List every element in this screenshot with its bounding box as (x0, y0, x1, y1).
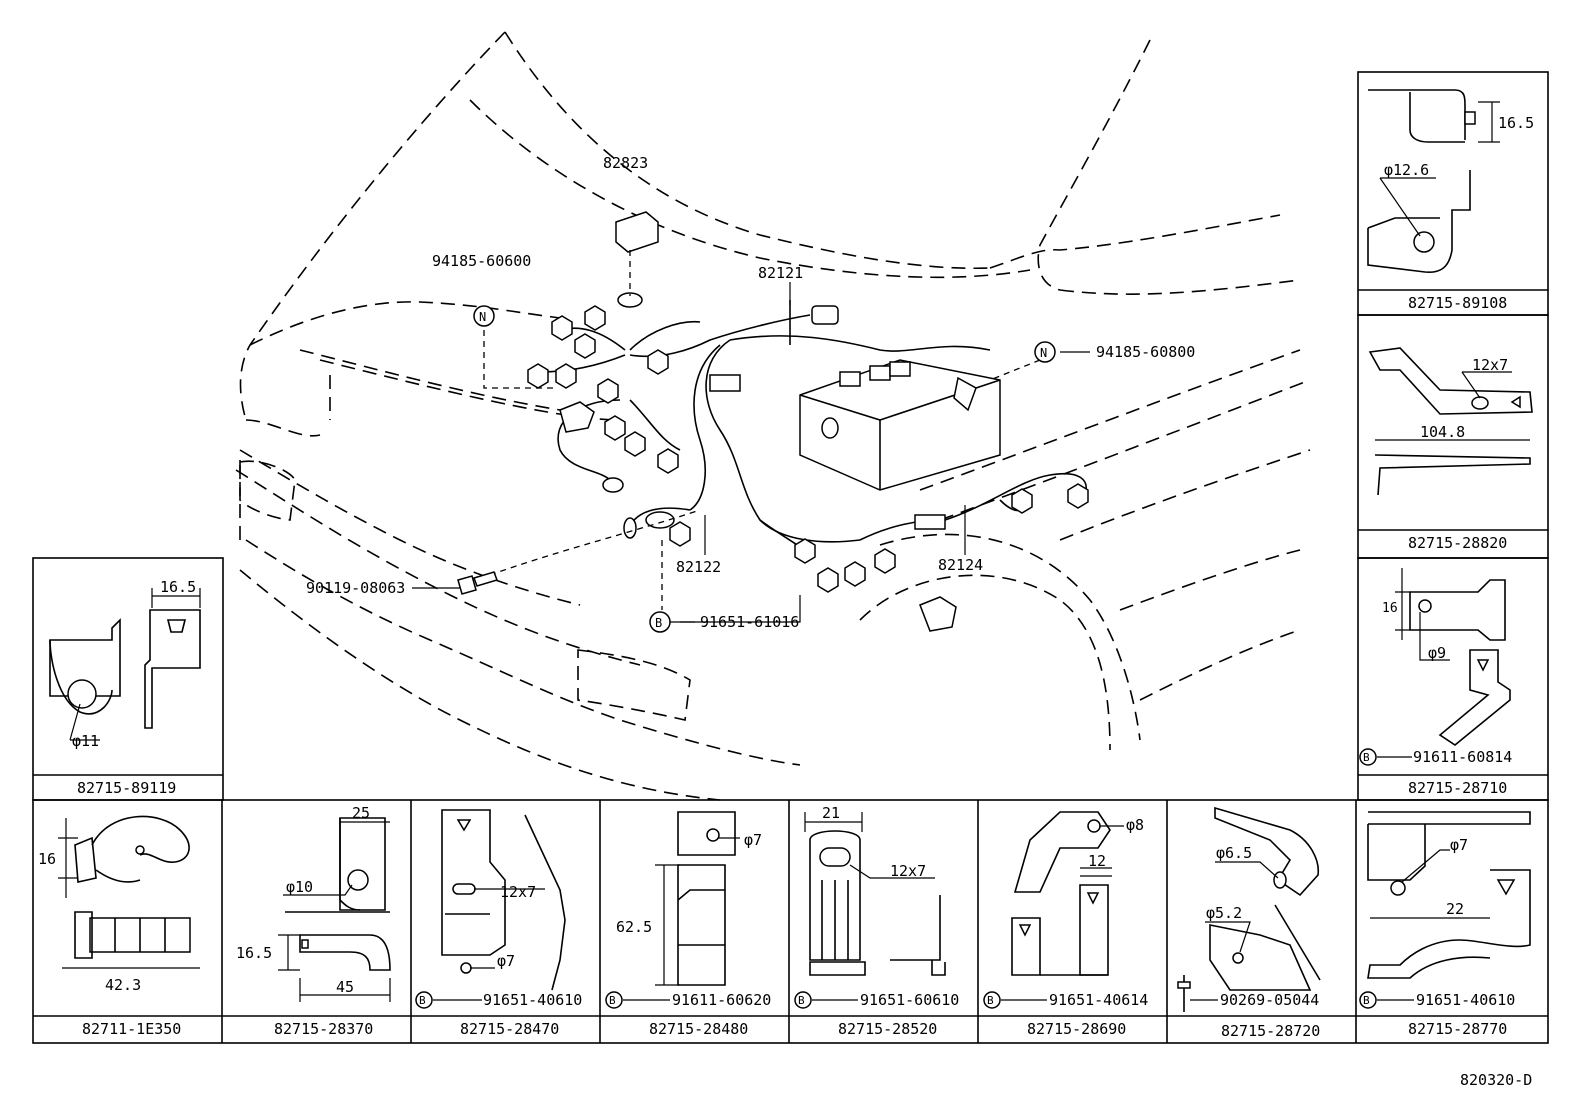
callout-94185-60600: 94185-60600 (432, 252, 531, 270)
panel-82715-28690: φ8 12 B 91651-40614 82715-28690 (983, 811, 1148, 1038)
n-marker-label: N (479, 310, 486, 324)
dim-hole: φ7 (744, 831, 762, 849)
bolt-number: 91611-60814 (1413, 748, 1512, 766)
dim-height: 16 (1382, 601, 1398, 616)
callout-leaders (412, 250, 1090, 623)
part-number: 82715-28720 (1221, 1022, 1320, 1040)
dim-hole: φ11 (72, 732, 99, 750)
part-number: 82715-28520 (838, 1020, 937, 1038)
dim-bottom: 45 (336, 978, 354, 996)
callout-82121: 82121 (758, 264, 803, 282)
b-marker-label: B (1363, 751, 1370, 764)
part-number: 82715-28470 (460, 1020, 559, 1038)
dim-height: 62.5 (616, 918, 652, 936)
bottom-row-frame (32, 799, 1549, 1044)
battery (799, 359, 1001, 491)
dim-hole: φ7 (497, 952, 515, 970)
part-number: 82715-28770 (1408, 1020, 1507, 1038)
callout-82124: 82124 (938, 556, 983, 574)
dim-top: 21 (822, 804, 840, 822)
dim-width: 16.5 (160, 578, 196, 596)
callout-82122: 82122 (676, 558, 721, 576)
panel-82715-28720: φ6.5 φ5.2 90269-05044 82715-28720 (1177, 806, 1321, 1040)
b-marker-icon: B (649, 611, 671, 633)
part-number: 82715-28370 (274, 1020, 373, 1038)
dim-hole-a: φ6.5 (1216, 844, 1252, 862)
dim-slot: 12x7 (500, 883, 536, 901)
part-number: 82715-28710 (1408, 779, 1507, 797)
dim-small: 12 (1088, 852, 1106, 870)
dim-top: 25 (352, 804, 370, 822)
bolt-number: 90269-05044 (1220, 991, 1319, 1009)
dim-hole: φ9 (1428, 644, 1446, 662)
bolt-number: 91651-40610 (1416, 991, 1515, 1009)
dim-slot: 12x7 (890, 862, 926, 880)
diagram-id: 820320-D (1460, 1071, 1532, 1089)
panel-82715-28520: 21 12x7 B 91651-60610 82715-28520 (794, 804, 959, 1038)
panel-82715-28480: φ7 62.5 B 91611-60620 82715-28480 (605, 811, 771, 1038)
n-marker-icon: N (473, 305, 495, 327)
part-number: 82715-28480 (649, 1020, 748, 1038)
panel-82715-89108: 16.5 φ12.6 82715-89108 (1357, 71, 1549, 316)
callout-90119-08063: 90119-08063 (306, 579, 405, 597)
n-marker-label: N (1040, 346, 1047, 360)
panel-82715-28710: 16 φ9 B 91611-60814 82715-28710 (1357, 557, 1549, 801)
b-marker-label: B (798, 994, 805, 1007)
b-marker-label: B (655, 616, 662, 630)
dim-height: 16 (38, 850, 56, 868)
dim-width: 22 (1446, 900, 1464, 918)
part-number: 82715-89108 (1408, 294, 1507, 312)
dim-hole: φ7 (1450, 836, 1468, 854)
dim-height: 16.5 (1498, 114, 1534, 132)
callout-94185-60800: 94185-60800 (1096, 343, 1195, 361)
panel-82715-28770: φ7 22 B 91651-40610 82715-28770 (1359, 811, 1531, 1038)
bolt-number: 91651-40610 (483, 991, 582, 1009)
bolt-number: 91651-40614 (1049, 991, 1148, 1009)
dim-hole: φ8 (1126, 816, 1144, 834)
n-marker-icon: N (1034, 341, 1056, 363)
part-number: 82715-89119 (77, 779, 176, 797)
bolt-icon (457, 571, 498, 595)
dim-length: 42.3 (105, 976, 141, 994)
panel-82715-28820: 12x7 104.8 82715-28820 (1357, 314, 1549, 559)
panel-82715-89119: φ11 16.5 82715-89119 (32, 557, 224, 801)
b-marker-label: B (609, 994, 616, 1007)
dim-height: 16.5 (236, 944, 272, 962)
bolt-number: 91651-60610 (860, 991, 959, 1009)
panel-82715-28370: 25 φ10 16.5 45 82715-28370 (236, 804, 391, 1038)
dim-hole: φ10 (286, 878, 313, 896)
b-marker-label: B (1363, 994, 1370, 1007)
vehicle-outline (235, 31, 1311, 801)
part-number: 82711-1E350 (82, 1020, 181, 1038)
b-marker-label: B (987, 994, 994, 1007)
panel-82715-28470: 12x7 φ7 B 91651-40610 82715-28470 (415, 809, 582, 1038)
callout-82823: 82823 (603, 154, 648, 172)
dim-length: 104.8 (1420, 423, 1465, 441)
bolt-number: 91611-60620 (672, 991, 771, 1009)
b-marker-label: B (419, 994, 426, 1007)
wire-harness (527, 211, 1089, 632)
dim-slot: 12x7 (1472, 356, 1508, 374)
dim-hole: φ12.6 (1384, 161, 1429, 179)
part-number: 82715-28820 (1408, 534, 1507, 552)
panel-82711-1E350: 16 42.3 82711-1E350 (38, 815, 200, 1038)
part-number: 82715-28690 (1027, 1020, 1126, 1038)
callout-91651-61016: 91651-61016 (700, 613, 799, 631)
dim-hole-b: φ5.2 (1206, 904, 1242, 922)
